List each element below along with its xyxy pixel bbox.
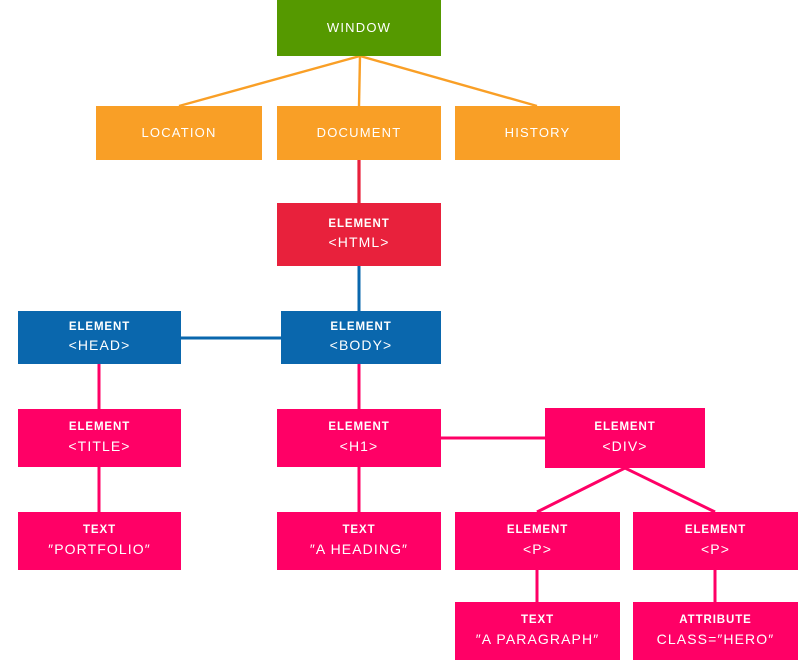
node-text-portfolio-value: ″PORTFOLIO″ (48, 540, 151, 557)
node-document[interactable]: DOCUMENT (277, 106, 441, 160)
node-element-p-1[interactable]: ELEMENT <P> (455, 512, 620, 570)
node-element-h1-tag: <H1> (339, 437, 379, 454)
node-element-p-2-tag: <P> (701, 540, 730, 557)
node-element-body[interactable]: ELEMENT <BODY> (281, 311, 441, 364)
node-element-head-tag: <HEAD> (68, 337, 131, 354)
edge-window-location (178, 54, 361, 108)
node-attribute-class-value: CLASS=″HERO″ (656, 630, 775, 647)
node-history-kind: HISTORY (504, 124, 571, 140)
node-element-body-tag: <BODY> (329, 337, 393, 354)
node-element-head-kind: ELEMENT (68, 320, 131, 333)
edge-window-document (357, 55, 362, 107)
node-element-body-kind: ELEMENT (330, 320, 392, 333)
edge-div-p1 (536, 466, 626, 514)
node-text-heading[interactable]: TEXT ″A HEADING″ (277, 512, 441, 570)
node-attribute-class[interactable]: ATTRIBUTE CLASS=″HERO″ (633, 602, 798, 660)
node-element-p-2-kind: ELEMENT (684, 524, 747, 537)
node-element-div[interactable]: ELEMENT <DIV> (545, 408, 705, 468)
edge-group-window (178, 54, 538, 108)
node-element-title-kind: ELEMENT (68, 421, 131, 434)
edge-div-p2 (624, 466, 716, 514)
node-text-portfolio[interactable]: TEXT ″PORTFOLIO″ (18, 512, 181, 570)
node-element-title[interactable]: ELEMENT <TITLE> (18, 409, 181, 467)
node-window-kind: WINDOW (326, 19, 392, 35)
node-element-title-tag: <TITLE> (68, 437, 131, 454)
node-element-h1[interactable]: ELEMENT <H1> (277, 409, 441, 467)
node-location-kind: LOCATION (141, 124, 217, 140)
node-text-portfolio-kind: TEXT (83, 524, 116, 537)
node-element-p-1-kind: ELEMENT (506, 524, 569, 537)
node-element-div-tag: <DIV> (602, 437, 648, 454)
node-location[interactable]: LOCATION (96, 106, 262, 160)
node-window[interactable]: WINDOW (277, 0, 441, 56)
node-text-paragraph-kind: TEXT (521, 614, 554, 627)
node-element-h1-kind: ELEMENT (328, 421, 390, 434)
node-text-paragraph[interactable]: TEXT ″A PARAGRAPH″ (455, 602, 620, 660)
node-text-paragraph-value: ″A PARAGRAPH″ (475, 630, 600, 647)
node-text-heading-value: ″A HEADING″ (309, 540, 409, 557)
node-element-html-kind: ELEMENT (328, 217, 390, 230)
node-document-kind: DOCUMENT (316, 124, 402, 140)
node-attribute-class-kind: ATTRIBUTE (679, 614, 752, 627)
node-element-head[interactable]: ELEMENT <HEAD> (18, 311, 181, 364)
node-element-div-kind: ELEMENT (594, 421, 656, 434)
edge-window-history (359, 54, 538, 108)
node-element-p-2[interactable]: ELEMENT <P> (633, 512, 798, 570)
node-history[interactable]: HISTORY (455, 106, 620, 160)
node-element-p-1-tag: <P> (523, 540, 552, 557)
node-text-heading-kind: TEXT (342, 524, 376, 537)
node-element-html[interactable]: ELEMENT <HTML> (277, 203, 441, 266)
node-element-html-tag: <HTML> (328, 234, 390, 251)
